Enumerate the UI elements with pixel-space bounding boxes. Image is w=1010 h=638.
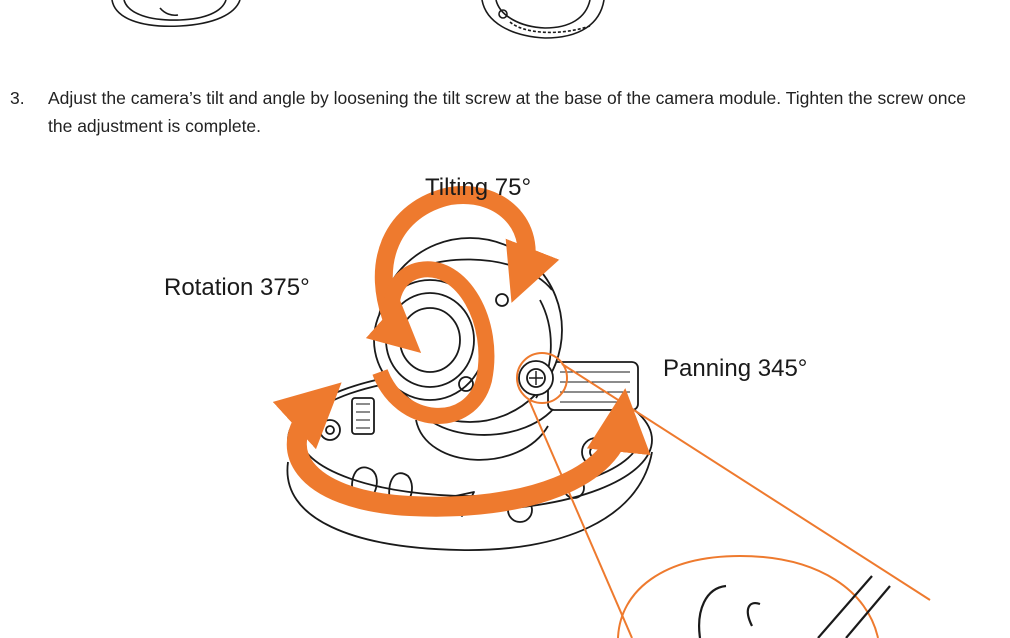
previous-figure-right: [481, 0, 605, 39]
step-text: Adjust the camera’s tilt and angle by lo…: [48, 88, 966, 136]
tilt-screw-magnifier-icon: [516, 352, 931, 638]
instruction-step: 3. Adjust the camera’s tilt and angle by…: [10, 84, 970, 140]
magnified-detail: [698, 575, 891, 638]
pan-arrow-icon: [272, 382, 651, 517]
tilt-arrow-icon: [374, 186, 560, 334]
rotation-label: Rotation 375°: [164, 274, 310, 301]
tilting-label: Tilting 75°: [425, 174, 532, 201]
step-number: 3.: [10, 88, 25, 108]
previous-figure-left: [111, 0, 241, 28]
panning-label: Panning 345°: [663, 355, 808, 382]
